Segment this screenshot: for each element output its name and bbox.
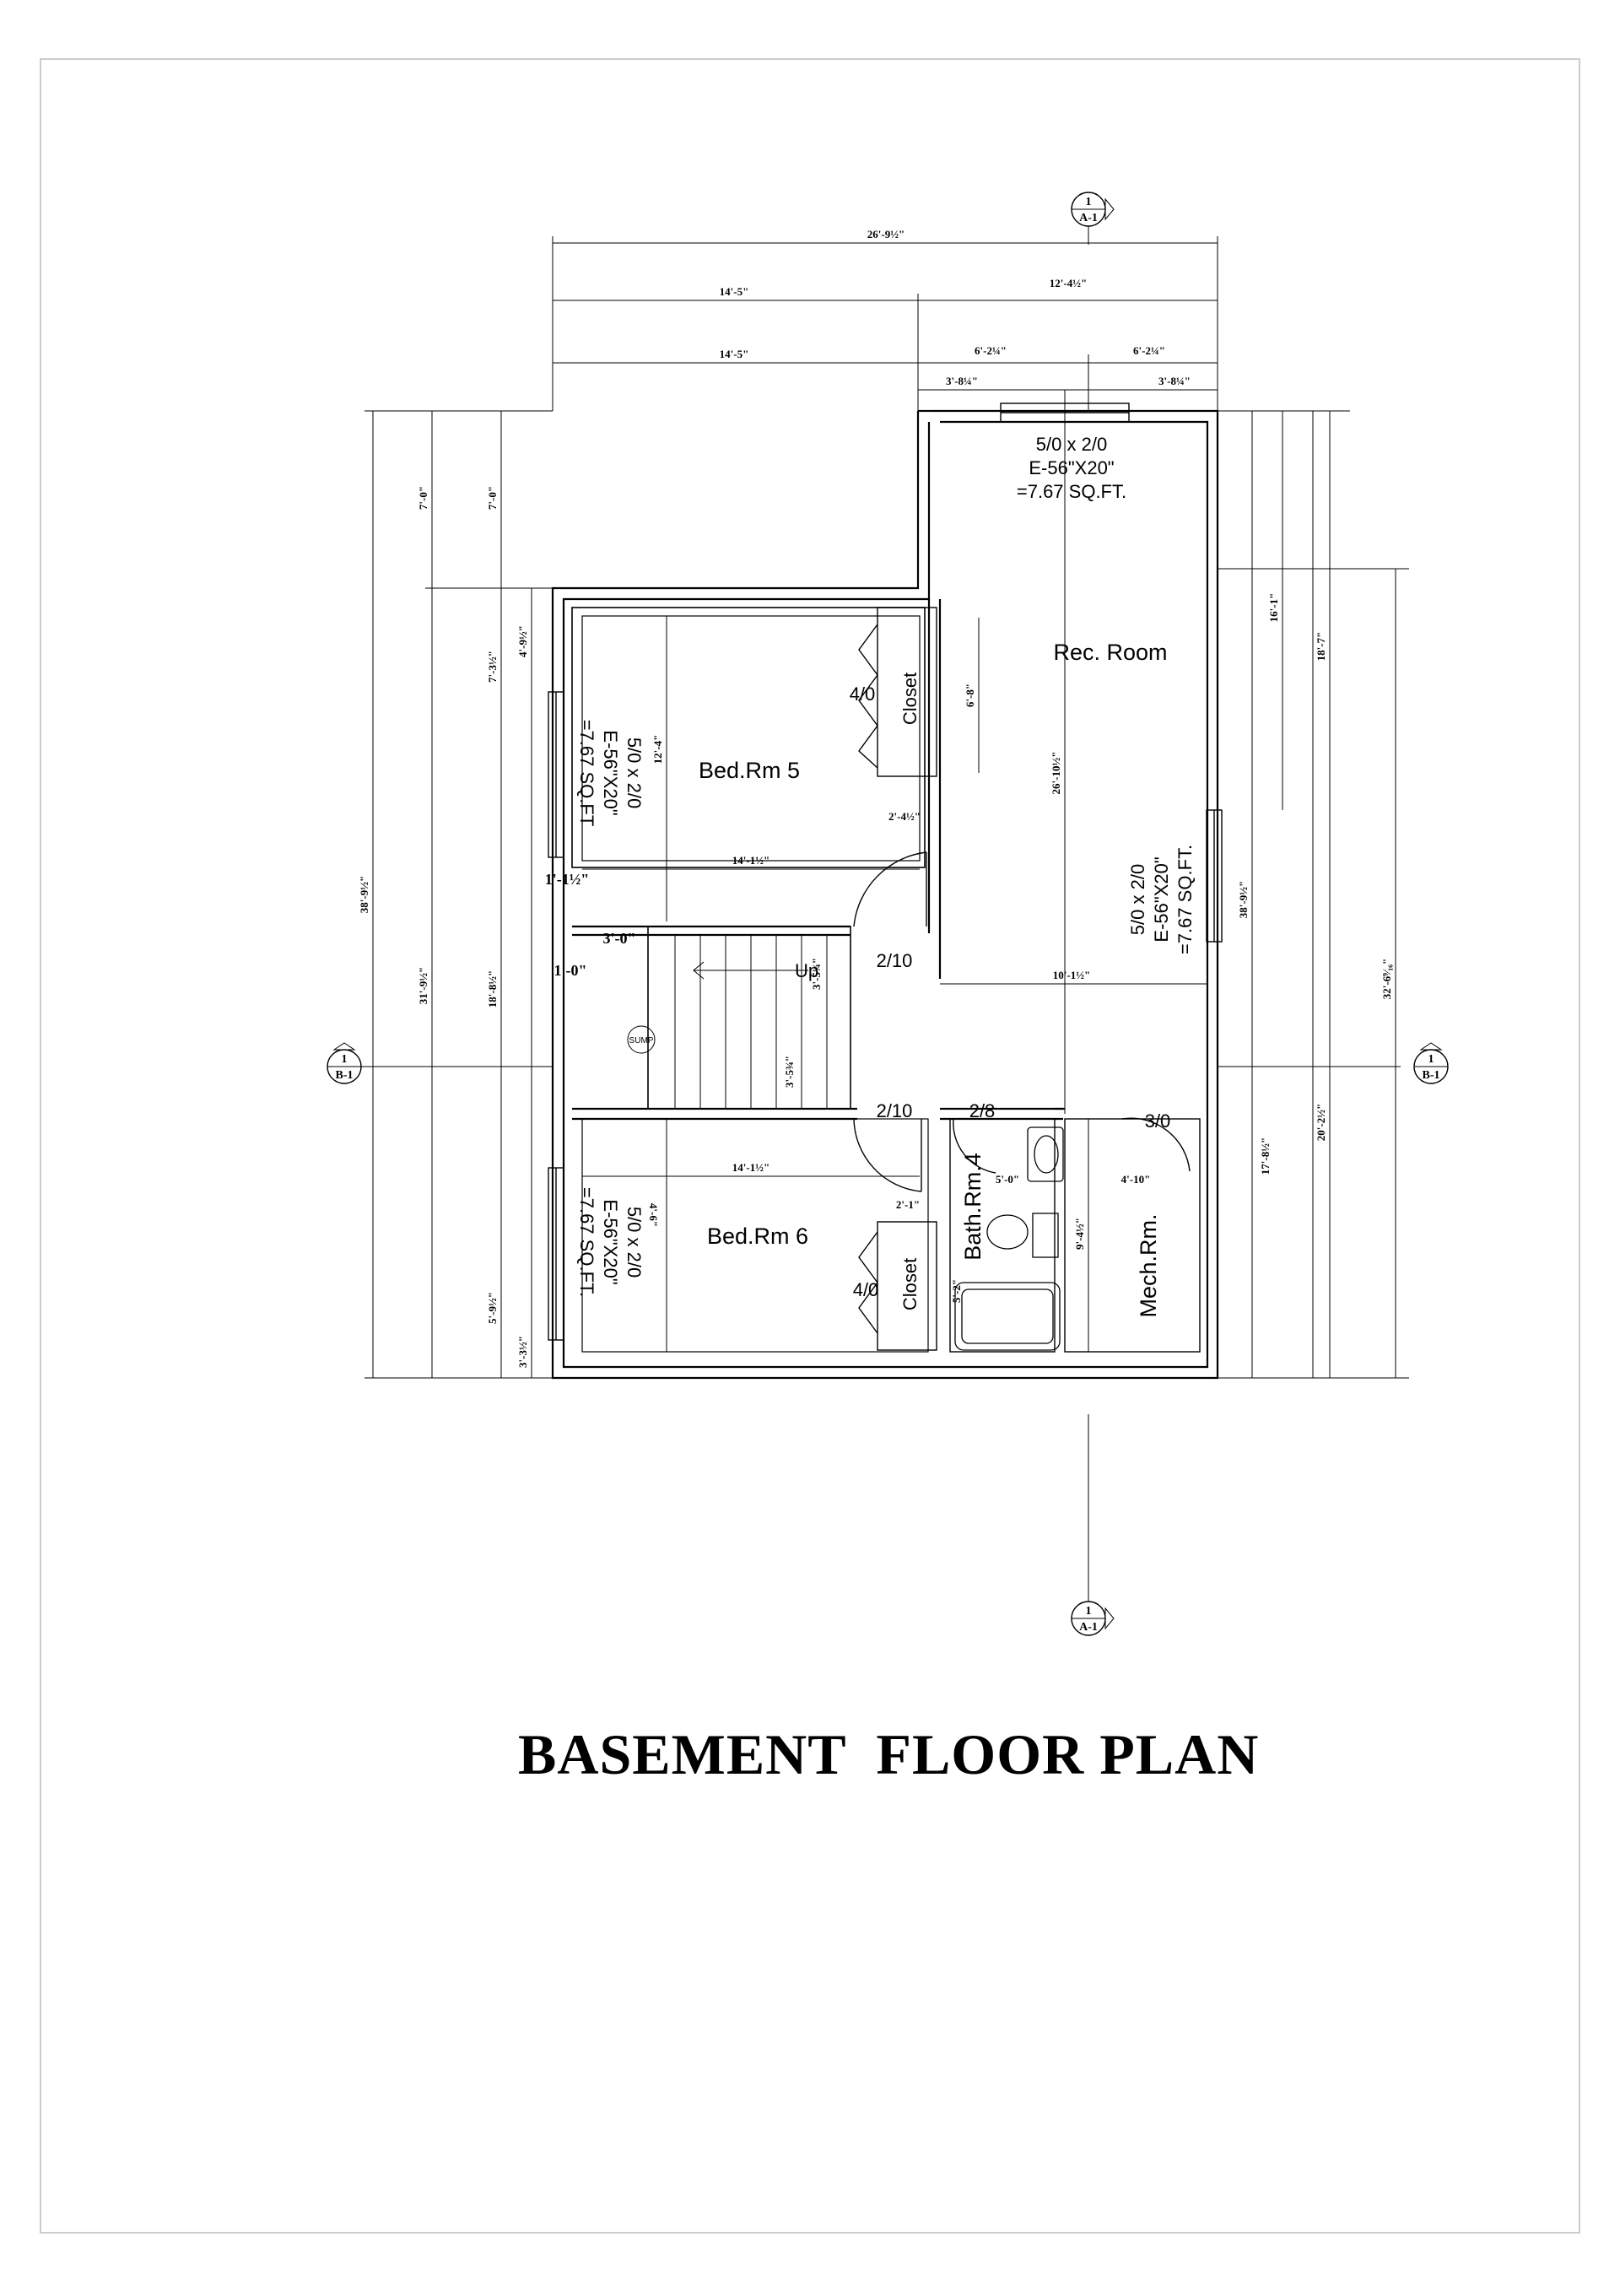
window-top-line1: 5/0 x 2/0 <box>1036 434 1107 455</box>
dim-closet2-2-1: 2'-1" <box>896 1198 920 1211</box>
door-tag-closet-bottom: 4/0 <box>853 1279 879 1300</box>
dim-right-17-8: 17'-8½" <box>1259 1137 1272 1175</box>
dimension-lines <box>364 236 1409 1379</box>
dim-overall-width: 26'-9½" <box>867 228 904 240</box>
dim-left-7-0-a: 7'-0" <box>417 486 429 510</box>
dim-right-sub-1: 6'-2¼" <box>975 344 1007 357</box>
dim-stair-3-0: 3'-0" <box>603 930 636 947</box>
bath-fixtures <box>954 1126 1064 1351</box>
dim-closet-height: 6'-8" <box>964 683 976 707</box>
dim-bed6-width: 14'-1½" <box>732 1161 770 1174</box>
window-label-left-upper: 5/0 x 2/0 E-56"X20" =7.67 SQ.FT <box>576 720 645 827</box>
room-label-bed6: Bed.Rm 6 <box>707 1224 808 1249</box>
window-label-top: 5/0 x 2/0 E-56"X20" =7.67 SQ.FT. <box>1017 434 1126 502</box>
dim-closet-depth: 2'-4½" <box>888 810 921 823</box>
tag-right-sheet: B-1 <box>1423 1069 1440 1082</box>
dim-left-outer-total: 38'-9½" <box>358 876 370 913</box>
dim-right-segment: 12'-4½" <box>1050 277 1087 289</box>
door-tag-mech: 3/0 <box>1145 1110 1171 1132</box>
dim-bath-5-2: 5'-2" <box>950 1279 963 1303</box>
tag-bottom-sheet: A-1 <box>1079 1621 1098 1634</box>
window-label-right: 5/0 x 2/0 E-56"X20" =7.67 SQ.FT. <box>1127 845 1196 954</box>
section-tag-left: 1 B-1 <box>327 1042 362 1084</box>
window-right-line3: =7.67 SQ.FT. <box>1174 845 1196 954</box>
dim-left-7-0-b: 7'-0" <box>486 486 499 510</box>
window-left-upper-line1: 5/0 x 2/0 <box>624 737 645 808</box>
dim-left-7-3: 7'-3½" <box>486 651 499 683</box>
dim-right-sub-2: 6'-2¼" <box>1133 344 1165 357</box>
dim-left-segment: 14'-5" <box>720 285 749 298</box>
room-label-mech: Mech.Rm. <box>1136 1213 1161 1317</box>
dim-left-31-9: 31'-9½" <box>417 967 429 1004</box>
stair-treads <box>674 935 828 1109</box>
dim-left-4-9: 4'-9½" <box>516 625 529 657</box>
tag-left-sheet: B-1 <box>336 1069 354 1082</box>
dim-bed5-width: 14'-1½" <box>732 854 770 867</box>
section-tag-bottom: 1 A-1 <box>1071 1601 1115 1636</box>
dim-win-offset-right: 3'-8¼" <box>1158 375 1191 387</box>
walls <box>551 409 1219 1380</box>
dim-right-18-7: 18'-7" <box>1315 632 1327 662</box>
dim-stair-1-1: 1'-1½" <box>545 871 590 888</box>
sheet-border <box>40 58 1580 2234</box>
window-right-line1: 5/0 x 2/0 <box>1127 864 1148 935</box>
dim-rec-height: 26'-10½" <box>1050 752 1062 795</box>
door-tag-bath: 2/8 <box>969 1100 996 1121</box>
tag-top-sheet: A-1 <box>1079 212 1098 224</box>
dim-bath-9-4: 9'-4½" <box>1073 1218 1086 1250</box>
sump-label: SUMP <box>629 1036 654 1045</box>
window-left-lower-line1: 5/0 x 2/0 <box>624 1207 645 1278</box>
dim-stair-1-0: 1'-0" <box>554 962 587 979</box>
room-label-closet-top: Closet <box>899 673 921 725</box>
stair-up-label: Up <box>795 960 818 981</box>
drawing-title: BASEMENT FLOOR PLAN <box>518 1722 1260 1786</box>
door-tag-bed6: 2/10 <box>877 1100 913 1121</box>
window-symbols <box>548 402 1223 1341</box>
tag-left-number: 1 <box>342 1053 348 1066</box>
dim-mech-4-10: 4'-10" <box>1121 1173 1151 1186</box>
dim-win-offset-left: 3'-8¼" <box>946 375 978 387</box>
tag-right-number: 1 <box>1428 1053 1434 1066</box>
room-label-bath4: Bath.Rm.4 <box>960 1153 986 1261</box>
dim-rec-width: 10'-1½" <box>1053 969 1090 981</box>
window-top-line3: =7.67 SQ.FT. <box>1017 481 1126 502</box>
room-label-closet-bottom: Closet <box>899 1258 921 1310</box>
door-swings <box>853 624 1191 1334</box>
tag-bottom-number: 1 <box>1086 1605 1092 1618</box>
window-left-upper-line2: E-56"X20" <box>600 730 621 815</box>
door-tag-bed5: 2/10 <box>877 950 913 971</box>
dim-stair-3-5a: 3'-5¼" <box>810 958 823 990</box>
window-left-upper-line3: =7.67 SQ.FT <box>576 720 597 827</box>
dim-bath-5-0: 5'-0" <box>996 1173 1019 1186</box>
dim-left-3-3: 3'-3½" <box>516 1336 529 1368</box>
window-label-left-lower: 5/0 x 2/0 E-56"X20" =7.67 SQ.FT. <box>576 1187 645 1297</box>
window-top-line2: E-56"X20" <box>1029 457 1114 478</box>
dim-stair-3-5b: 3'-5¾" <box>783 1056 796 1088</box>
dim-right-16-1: 16'-1" <box>1267 593 1280 623</box>
room-label-rec-room: Rec. Room <box>1053 640 1167 665</box>
section-tag-right: 1 B-1 <box>1413 1042 1449 1084</box>
room-label-bed5: Bed.Rm 5 <box>699 758 800 783</box>
window-left-lower-line2: E-56"X20" <box>600 1199 621 1284</box>
dim-right-38-9: 38'-9½" <box>1237 881 1250 918</box>
window-right-line2: E-56"X20" <box>1151 856 1172 942</box>
dim-left-18-8: 18'-8½" <box>486 970 499 1008</box>
tag-top-number: 1 <box>1086 196 1092 208</box>
door-tag-closet-top: 4/0 <box>850 683 876 705</box>
dim-right-20-2: 20'-2½" <box>1315 1104 1327 1141</box>
dim-left-segment-2: 14'-5" <box>720 348 749 360</box>
sump-pit <box>627 1025 656 1054</box>
section-tag-top: 1 A-1 <box>1071 192 1115 227</box>
dim-right-32-6: 32'-6⁹⁄₁₆" <box>1380 959 1393 1000</box>
dim-bed6-4-6: 4'-6" <box>647 1203 660 1227</box>
dim-bed5-height: 12'-4" <box>651 735 664 764</box>
window-left-lower-line3: =7.67 SQ.FT. <box>576 1187 597 1297</box>
dim-left-5-9: 5'-9½" <box>486 1292 499 1324</box>
